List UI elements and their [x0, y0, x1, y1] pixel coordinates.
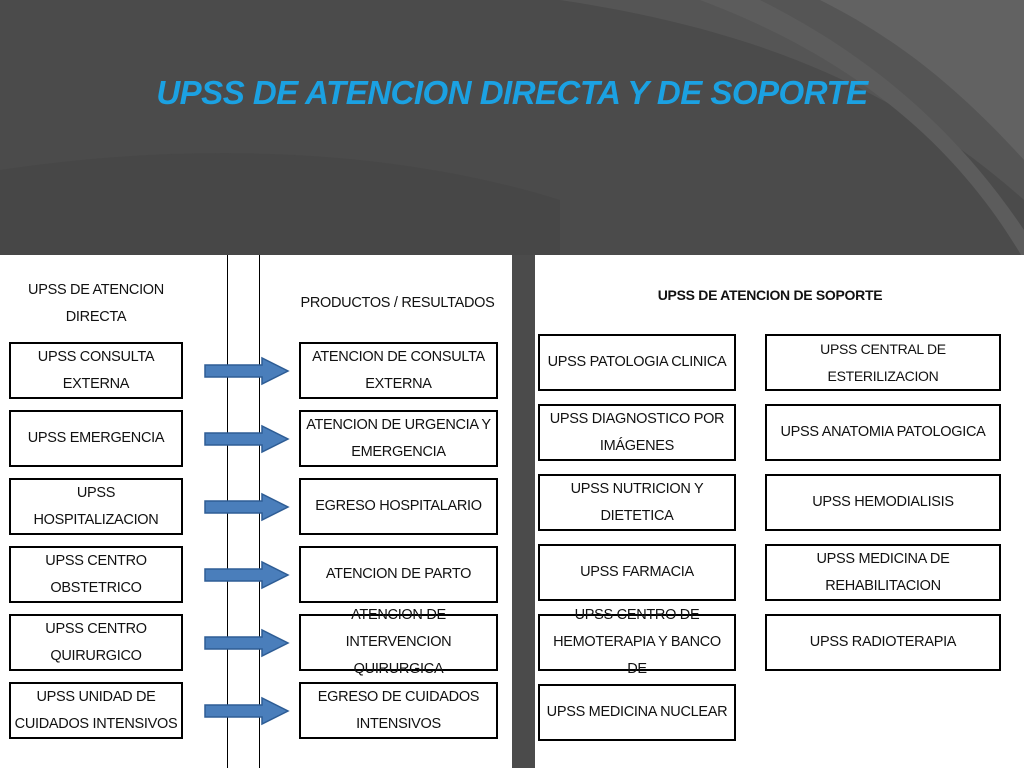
result-box: ATENCION DE URGENCIA Y EMERGENCIA	[299, 410, 498, 467]
support-unit-box: UPSS RADIOTERAPIA	[765, 614, 1001, 671]
result-box: ATENCION DE PARTO	[299, 546, 498, 603]
support-care-header: UPSS DE ATENCION DE SOPORTE	[657, 287, 883, 303]
unit-box: UPSS CENTRO OBSTETRICO	[9, 546, 183, 603]
support-unit-box: UPSS HEMODIALISIS	[765, 474, 1001, 531]
right-arrow-icon	[204, 356, 290, 386]
right-arrow-icon	[204, 492, 290, 522]
right-arrow-icon	[204, 628, 290, 658]
support-unit-box: UPSS PATOLOGIA CLINICA	[538, 334, 736, 391]
unit-box: UPSS CONSULTA EXTERNA	[9, 342, 183, 399]
result-box: ATENCION DE INTERVENCION QUIRURGICA	[299, 607, 498, 677]
direct-care-panel: UPSS DE ATENCION DIRECTA PRODUCTOS / RES…	[0, 255, 512, 768]
right-arrow-icon	[204, 560, 290, 590]
support-unit-box: UPSS NUTRICION Y DIETETICA	[538, 474, 736, 531]
support-unit-box: UPSS MEDICINA DE REHABILITACION	[765, 544, 1001, 601]
unit-box: UPSS EMERGENCIA	[9, 410, 183, 467]
result-box: ATENCION DE CONSULTA EXTERNA	[299, 342, 498, 399]
support-unit-box: UPSS CENTRO DE HEMOTERAPIA Y BANCO DE	[538, 607, 736, 677]
right-arrow-icon	[204, 424, 290, 454]
support-unit-box: UPSS DIAGNOSTICO POR IMÁGENES	[538, 404, 736, 461]
support-unit-box: UPSS ANATOMIA PATOLOGICA	[765, 404, 1001, 461]
unit-box: UPSS CENTRO QUIRURGICO	[9, 614, 183, 671]
support-unit-box: UPSS CENTRAL DE ESTERILIZACION	[765, 334, 1001, 391]
support-care-panel: UPSS DE ATENCION DE SOPORTE UPSS PATOLOG…	[535, 255, 1024, 768]
result-box: EGRESO HOSPITALARIO	[299, 478, 498, 535]
right-arrow-icon	[204, 696, 290, 726]
support-unit-box: UPSS FARMACIA	[538, 544, 736, 601]
support-unit-box: UPSS MEDICINA NUCLEAR	[538, 684, 736, 741]
direct-care-header: UPSS DE ATENCION DIRECTA	[28, 282, 164, 325]
unit-box: UPSS UNIDAD DE CUIDADOS INTENSIVOS	[9, 682, 183, 739]
unit-box: UPSS HOSPITALIZACION	[9, 478, 183, 535]
results-header: PRODUCTOS / RESULTADOS	[300, 295, 495, 311]
slide-title: UPSS DE ATENCION DIRECTA Y DE SOPORTE	[156, 74, 868, 111]
result-box: EGRESO DE CUIDADOS INTENSIVOS	[299, 682, 498, 739]
